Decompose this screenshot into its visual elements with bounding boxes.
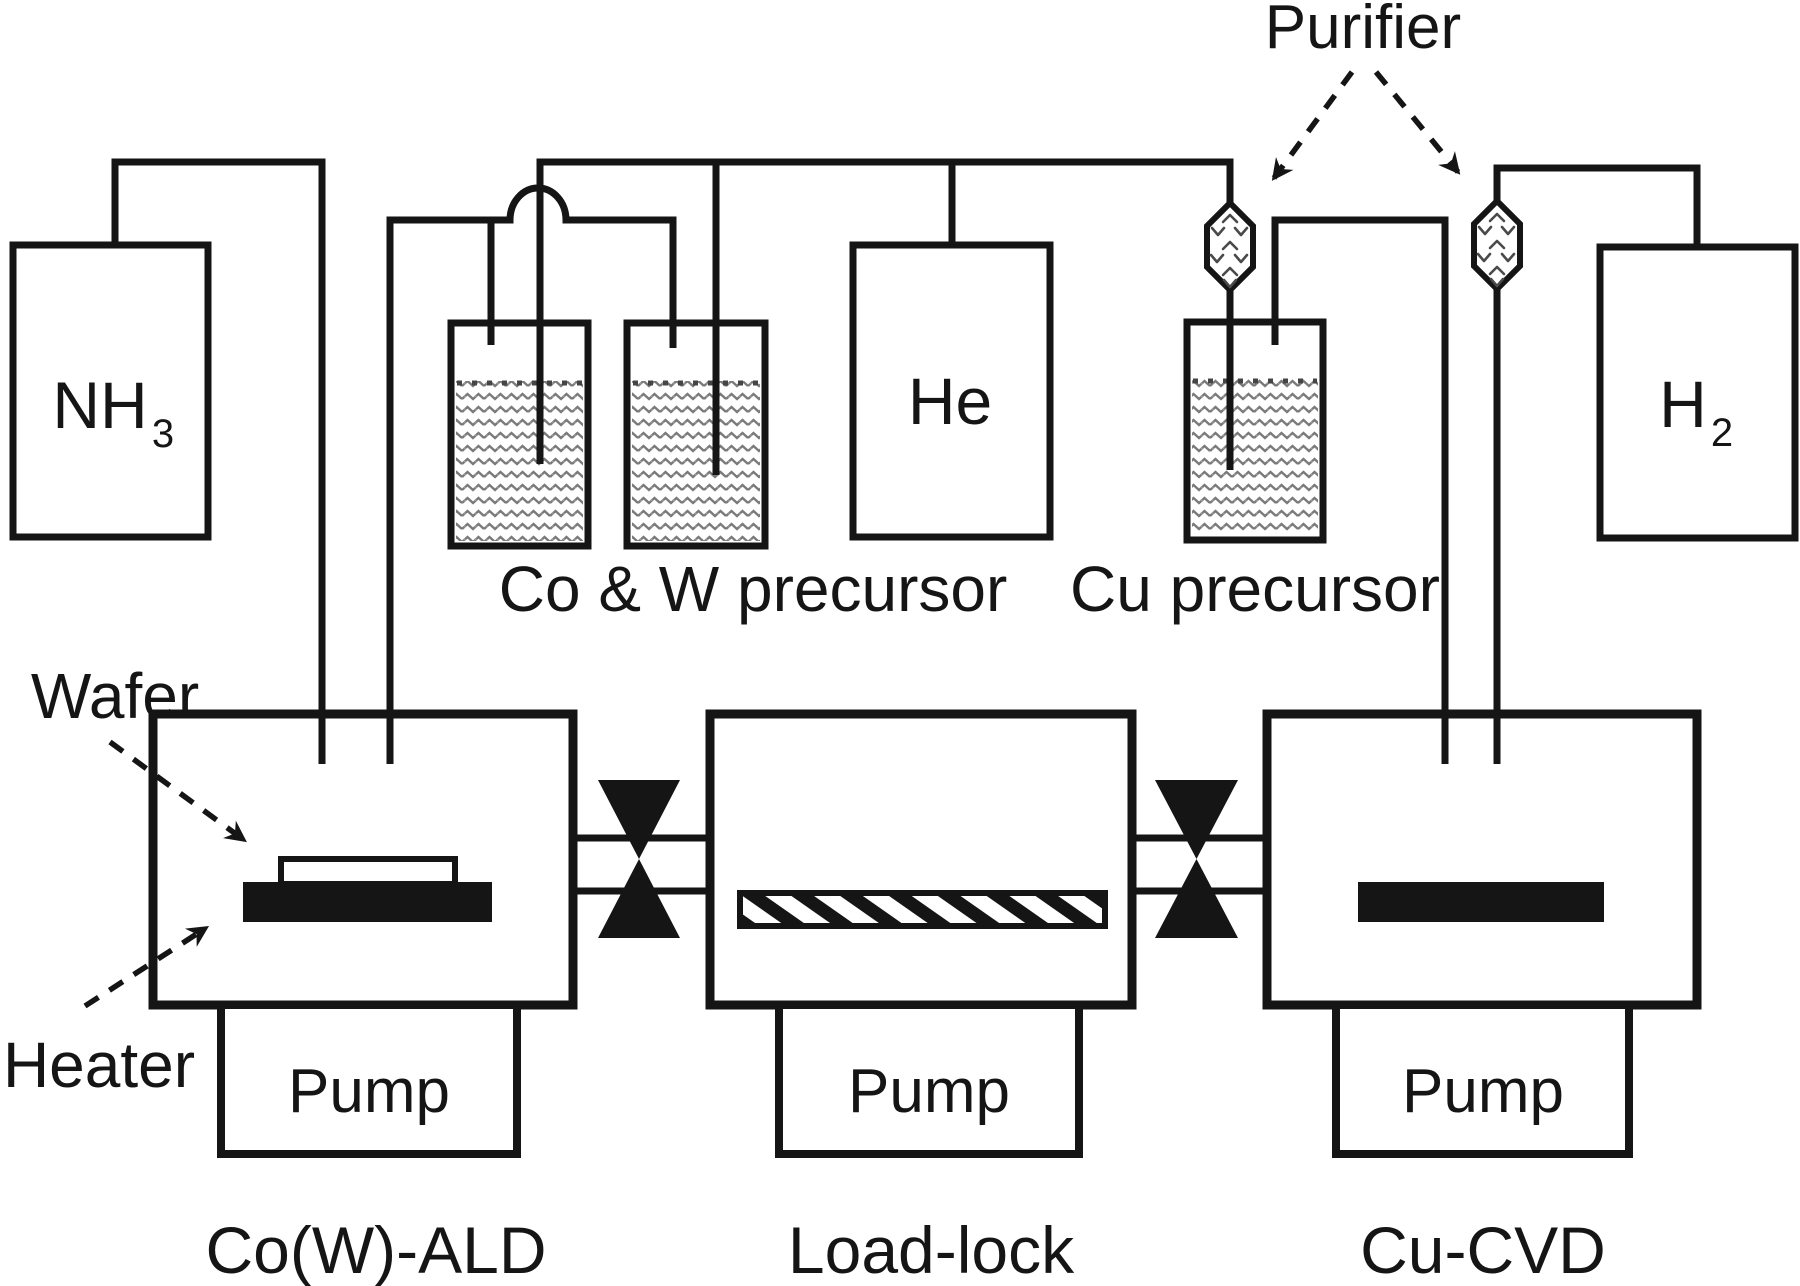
loadlock-carrier [737, 890, 1108, 929]
nh3-supply-line [111, 158, 326, 764]
cvd-chamber [1262, 709, 1702, 1010]
cvd-pump-label: Pump [1402, 1057, 1564, 1126]
purifier-pointer-arrow-left [1271, 70, 1355, 181]
heater-label: Heater [3, 1029, 195, 1101]
w-bubbler-liquid [632, 381, 760, 541]
h2-label-subscript: 2 [1711, 411, 1733, 455]
gate-valve-left [598, 780, 680, 938]
cvd-susceptor-bar [1358, 882, 1604, 922]
nh3-gas-box [9, 241, 212, 541]
h2-label: H [1659, 367, 1707, 441]
loadlock-pump-label: Pump [848, 1057, 1010, 1126]
he-gas-box [849, 241, 1054, 541]
h2-supply-line [1493, 164, 1701, 249]
cu-vapor-line [1271, 216, 1449, 764]
ald-pump-label: Pump [288, 1057, 450, 1126]
w-bubbler [623, 319, 769, 550]
wafer-label: Wafer [31, 660, 199, 732]
ald-chamber-label: Co(W)-ALD [206, 1213, 547, 1286]
loadlock-chamber-label: Load-lock [788, 1213, 1075, 1286]
nh3-label: NH [52, 368, 147, 442]
co-w-precursor-label: Co & W precursor [499, 553, 1008, 625]
purifier-1 [1204, 198, 1256, 295]
co-bubbler-liquid [456, 381, 583, 541]
nh3-label-subscript: 3 [152, 412, 174, 456]
heater-bar [243, 882, 492, 922]
loadlock-chamber [705, 709, 1137, 1010]
heater-pointer-arrow [83, 925, 210, 1009]
co-bubbler [447, 319, 592, 550]
wafer-slab [278, 856, 458, 887]
purifier-pointer-arrow-right [1373, 70, 1461, 175]
loadlock-pump-box [775, 1001, 1083, 1158]
purifier-2 [1471, 196, 1523, 294]
h2-gas-box [1596, 243, 1799, 542]
cvd-pump-box [1332, 1001, 1633, 1158]
cu-vessel-liquid [1192, 379, 1318, 535]
gate-valve-right [1155, 780, 1238, 938]
cu-precursor-label: Cu precursor [1070, 553, 1440, 625]
purifier-1-capsule [1204, 198, 1256, 295]
cvd-chamber-label: Cu-CVD [1360, 1213, 1606, 1286]
ald-pump-box [217, 1001, 521, 1158]
purifier-2-capsule [1471, 196, 1523, 294]
purifier-label: Purifier [1265, 0, 1461, 62]
he-label: He [908, 364, 992, 438]
cu-precursor-vessel [1183, 318, 1327, 544]
